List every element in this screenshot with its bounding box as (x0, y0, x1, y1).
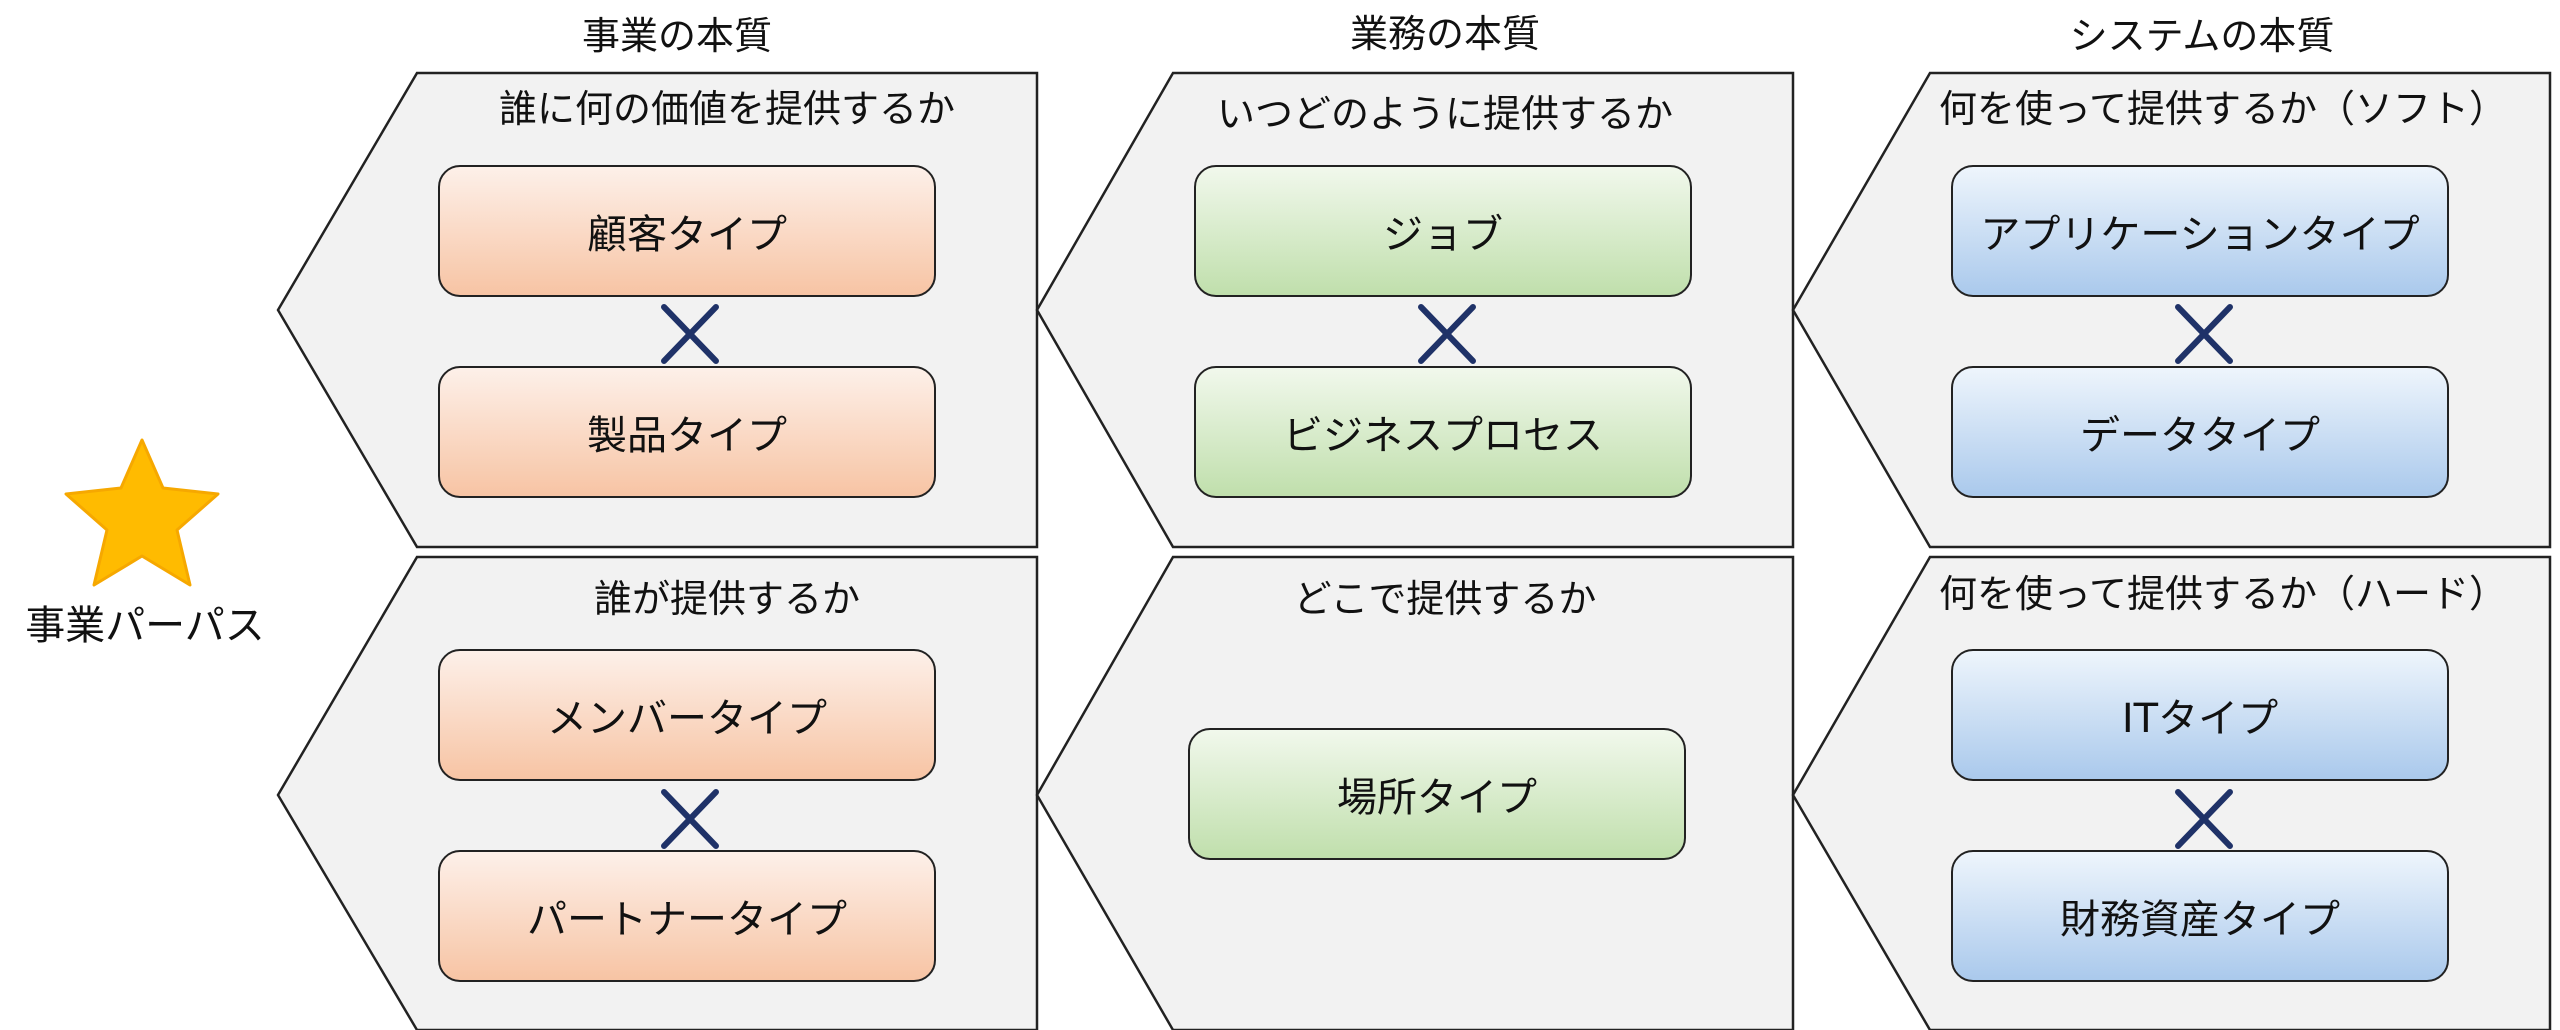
it-type-box: ITタイプ (1951, 649, 2449, 781)
column-header-system: システムの本質 (2069, 14, 2335, 58)
panel-title: 誰が提供するか (593, 577, 860, 621)
business-purpose-label: 事業パーパス (25, 603, 265, 649)
partner-type-box: パートナータイプ (438, 850, 936, 982)
data-type-box: データタイプ (1951, 366, 2449, 498)
panel-title: どこで提供するか (1293, 577, 1597, 621)
business-process-box: ビジネスプロセス (1194, 366, 1692, 498)
panel-title: 誰に何の価値を提供するか (498, 87, 955, 131)
product-type-box: 製品タイプ (438, 366, 936, 498)
cross-icon (1418, 304, 1476, 364)
star-icon (64, 438, 220, 587)
member-type-box: メンバータイプ (438, 649, 936, 781)
panel-title: いつどのように提供するか (1216, 92, 1673, 136)
cross-icon (2175, 789, 2233, 849)
customer-type-box: 顧客タイプ (438, 165, 936, 297)
cross-icon (2175, 304, 2233, 364)
panel-title: 何を使って提供するか（ハード） (1938, 572, 2508, 616)
application-type-box: アプリケーションタイプ (1951, 165, 2449, 297)
location-type-box: 場所タイプ (1188, 728, 1686, 860)
panel-title: 何を使って提供するか（ソフト） (1938, 87, 2508, 131)
cross-icon (661, 304, 719, 364)
financial-asset-type-box: 財務資産タイプ (1951, 850, 2449, 982)
column-header-business: 事業の本質 (581, 14, 772, 58)
job-box: ジョブ (1194, 165, 1692, 297)
cross-icon (661, 789, 719, 849)
column-header-operations: 業務の本質 (1349, 12, 1540, 56)
